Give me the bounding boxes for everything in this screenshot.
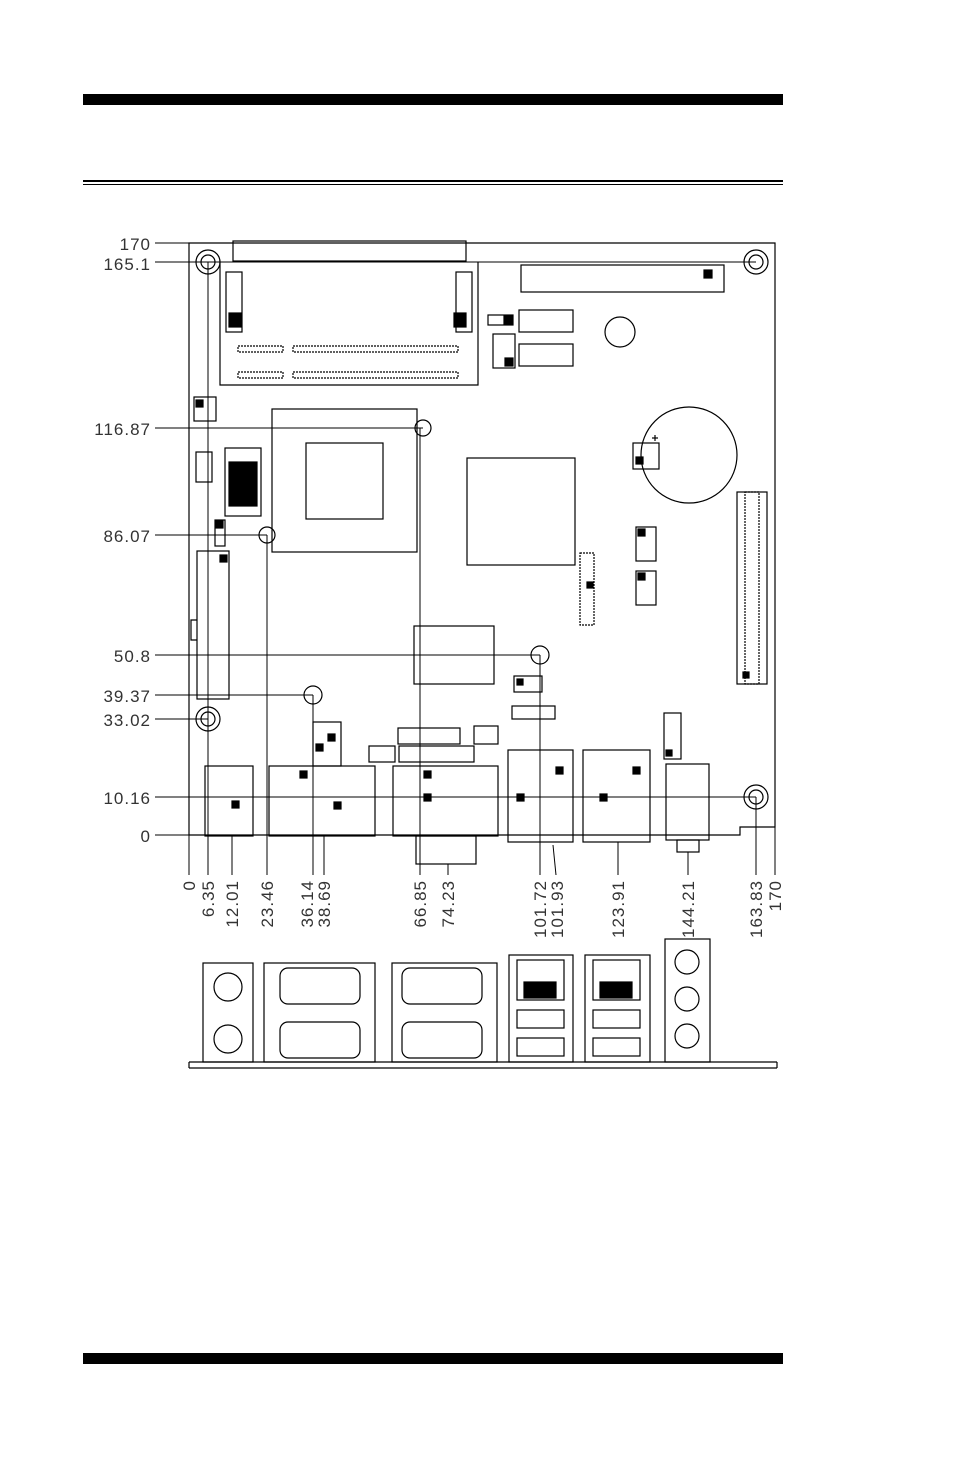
usb-port-3 (592, 1009, 641, 1029)
ide-header-right (736, 491, 768, 685)
lan-usb-block-2 (582, 749, 651, 843)
power-connector (190, 550, 230, 700)
y-dim-label: 33.02 (103, 711, 151, 730)
header-thin-rule (83, 180, 783, 182)
audio-block (665, 763, 710, 841)
footer-thick-rule (83, 1353, 783, 1364)
serial-port-1 (279, 967, 361, 1005)
chipset (466, 457, 576, 566)
x-dim-label: 123.91 (609, 880, 628, 938)
x-dim-label: 0 (180, 880, 199, 890)
y-dim-label: 0 (141, 827, 151, 846)
x-dim-label: 12.01 (223, 880, 242, 928)
x-dim-label: 66.85 (411, 880, 430, 928)
x-dim-label: 6.35 (199, 880, 218, 917)
x-dim-label: 144.21 (679, 880, 698, 938)
y-dim-label: 116.87 (94, 420, 151, 439)
io-back-panel (188, 938, 778, 1069)
x-dim-label: 36.14 (298, 880, 317, 928)
serial-port-3 (401, 1021, 483, 1059)
ps2-block (204, 765, 254, 837)
x-dim-label: 101.93 (548, 880, 567, 938)
usb-port-2 (516, 1037, 565, 1057)
audio-jacks (664, 938, 711, 1063)
cmos-battery (632, 406, 738, 504)
y-dim-label: 10.16 (103, 789, 151, 808)
y-dim-label: 86.07 (103, 527, 151, 546)
buzzer (604, 316, 636, 348)
usb-port-4 (592, 1037, 641, 1057)
y-dim-label: 39.37 (103, 687, 151, 706)
serial-port-2 (401, 967, 483, 1005)
header-thick-rule (83, 94, 783, 105)
lan-port-2 (592, 959, 641, 1001)
ps2-mouse (202, 962, 254, 1063)
vga-com-block (268, 765, 376, 837)
x-dim-label: 23.46 (258, 880, 277, 928)
x-dim-label: 74.23 (439, 880, 458, 928)
x-dim-label: 170 (766, 880, 785, 911)
x-dim-label: 38.69 (315, 880, 334, 928)
lan-port-1 (516, 959, 565, 1001)
x-dim-label: 101.72 (531, 880, 550, 938)
usb-port-1 (516, 1009, 565, 1029)
y-dim-label: 170 (120, 235, 151, 254)
ide-header-top (520, 264, 725, 293)
so-dimm-slot (219, 240, 479, 386)
x-dim-label: 163.83 (747, 880, 766, 938)
com-block (392, 765, 499, 837)
board-outline (188, 242, 776, 836)
header-thin-rule-2 (83, 184, 783, 185)
cpu-socket (258, 408, 432, 553)
y-dim-label: 165.1 (103, 255, 151, 274)
vga-port (279, 1021, 361, 1059)
y-dim-label: 50.8 (114, 647, 151, 666)
